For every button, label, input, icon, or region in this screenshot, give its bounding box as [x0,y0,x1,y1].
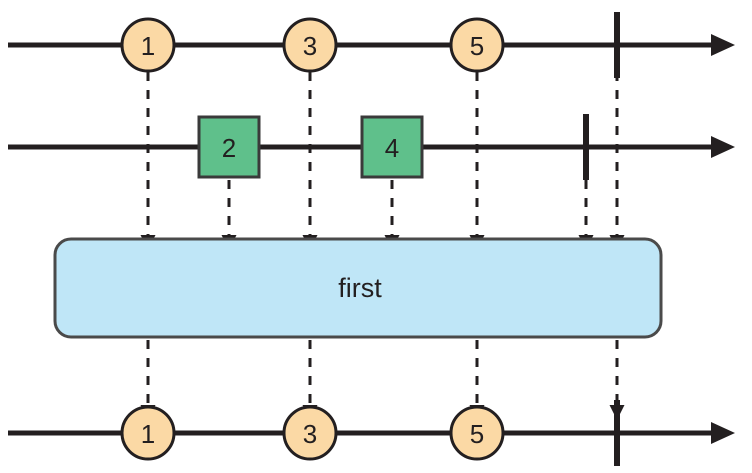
marble-output-1[interactable]: 1 [120,405,176,461]
input-link-4 [469,72,485,250]
marble-square-shape [197,115,261,179]
operator-box-first: first [53,237,663,339]
marble-source-even-2[interactable]: 2 [197,115,261,179]
operator-layer: first [53,237,663,339]
input-link-0 [140,72,156,250]
marble-value-label: 4 [385,133,399,163]
timeline-output [8,400,735,466]
marble-value-label: 3 [303,419,317,449]
marble-output-3[interactable]: 3 [282,405,338,461]
timeline-source-odd [8,12,735,78]
marble-value-label: 5 [470,419,484,449]
marble-value-label: 5 [470,31,484,61]
marble-square-shape [360,115,424,179]
marble-circle-shape [282,17,338,73]
marble-circle-shape [449,405,505,461]
marble-value-label: 2 [222,133,236,163]
marble-circle-shape [449,17,505,73]
marble-source-odd-3[interactable]: 3 [282,17,338,73]
marble-value-label: 1 [141,419,155,449]
timeline-arrowhead-source-odd [711,34,735,56]
operator-box-shape [53,237,663,339]
marble-circle-shape [120,405,176,461]
marble-source-odd-1[interactable]: 1 [120,17,176,73]
input-link-2 [302,72,318,250]
marble-value-label: 1 [141,31,155,61]
operator-label: first [338,273,382,303]
input-link-6 [609,72,625,250]
marble-source-even-4[interactable]: 4 [360,115,424,179]
marble-source-odd-5[interactable]: 5 [449,17,505,73]
marble-value-label: 3 [303,31,317,61]
marble-circle-shape [120,17,176,73]
timeline-arrowhead-source-even [711,136,735,158]
marble-layer: 1 3 5 2 4 1 3 5 [120,17,505,461]
timeline-arrowhead-output [711,422,735,444]
marble-circle-shape [282,405,338,461]
marble-output-5[interactable]: 5 [449,405,505,461]
